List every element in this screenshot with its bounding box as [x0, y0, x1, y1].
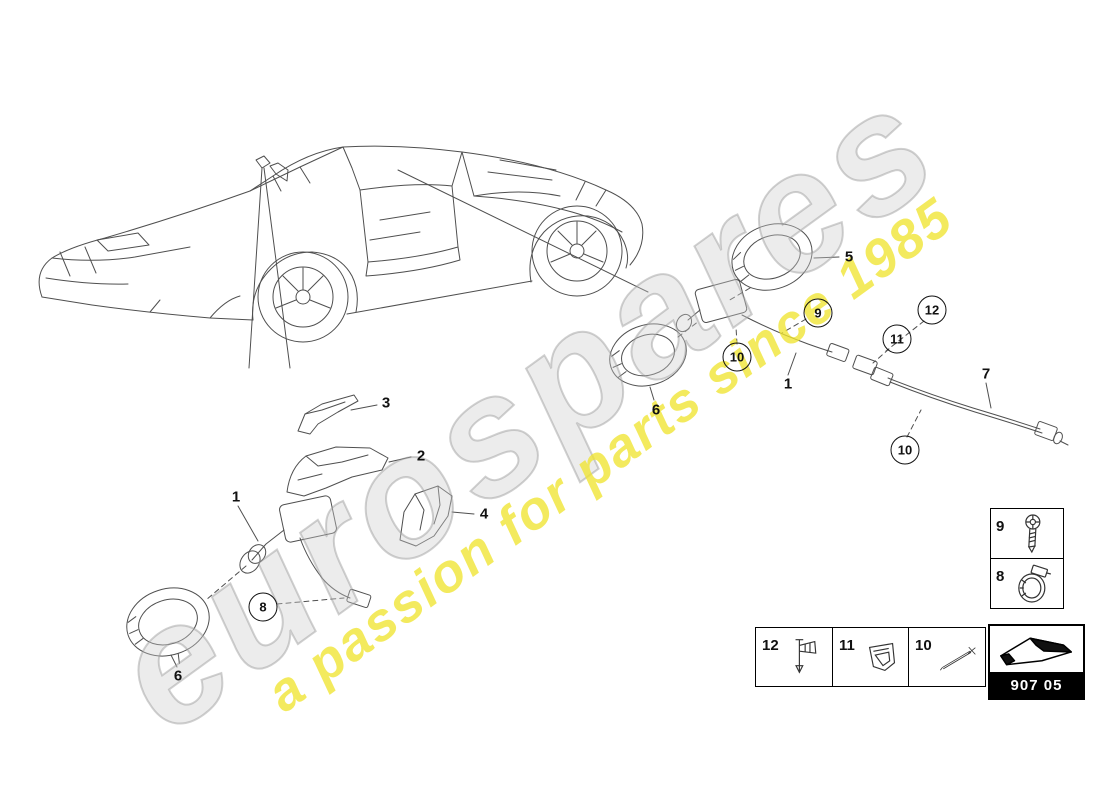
diagram-arrow-icon [999, 637, 1072, 666]
diagram-code: 907 05 [990, 672, 1083, 698]
legend-label: 10 [915, 637, 932, 654]
part-6-cover-left [126, 587, 210, 665]
legend-side: 9 8 [990, 508, 1064, 609]
legend-label: 8 [996, 568, 1005, 585]
part-7-cable [870, 366, 1069, 446]
part-6-cover-middle [609, 323, 687, 387]
part-1-camera-left [239, 495, 372, 609]
part-5-cover [731, 223, 813, 291]
dashed-links [205, 287, 925, 605]
legend-item-clip: 11 [832, 628, 908, 686]
part-2-bracket [286, 446, 389, 497]
clamp-icon [1018, 564, 1052, 603]
legend-item-cable-tie: 12 [756, 628, 832, 686]
legend-bottom: 12 11 10 [755, 627, 986, 687]
leader-lines [170, 167, 992, 668]
cable-tie-icon [794, 639, 817, 674]
legend-label: 11 [839, 637, 855, 654]
clip-icon [868, 642, 895, 672]
legend-label: 12 [762, 637, 779, 654]
legend-item-clamp: 8 [991, 558, 1063, 608]
diagram-code-box: 907 05 [988, 624, 1085, 700]
screw-icon [1025, 513, 1041, 553]
part-4-bracket [399, 485, 453, 547]
part-1-camera-right [675, 279, 878, 376]
legend-label: 9 [996, 518, 1005, 535]
part-3-bracket [297, 394, 359, 435]
legend-item-pin: 10 [908, 628, 985, 686]
car-wireframe [38, 145, 644, 343]
legend-item-screw: 9 [991, 509, 1063, 558]
pin-icon [939, 646, 976, 671]
